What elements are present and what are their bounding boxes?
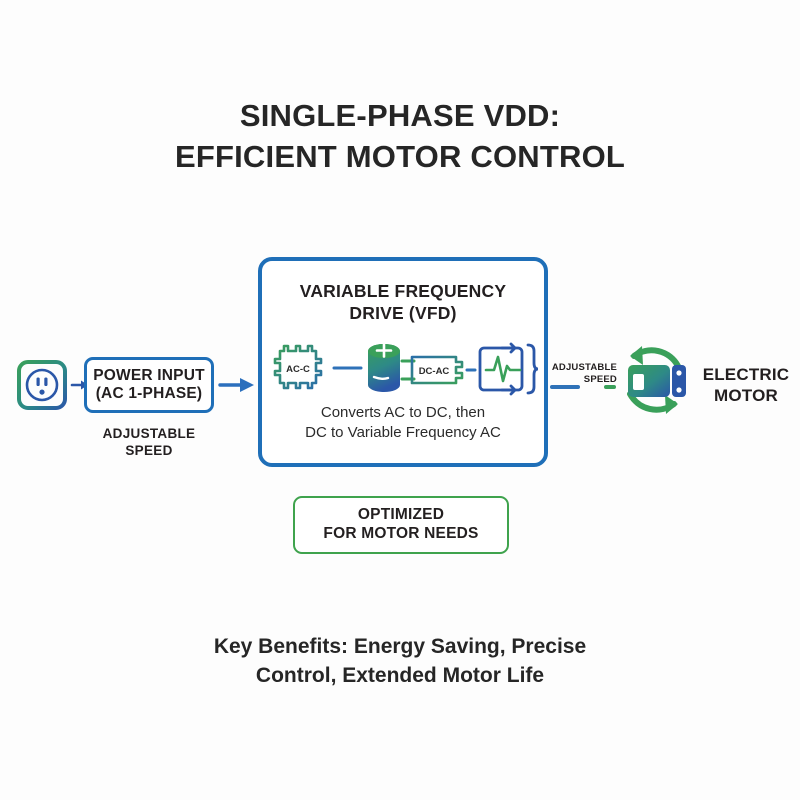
inverter-chip-label: DC-AC bbox=[419, 366, 450, 377]
electric-motor-icon bbox=[608, 334, 700, 426]
waveform-output-icon bbox=[478, 342, 539, 396]
key-benefits-line-1: Key Benefits: Energy Saving, Precise bbox=[213, 635, 587, 658]
vfd-title-line-2: DRIVE (VFD) bbox=[349, 303, 457, 324]
key-benefits-line-2: Control, Extended Motor Life bbox=[255, 664, 545, 688]
page-title-line-2: EFFICIENT MOTOR CONTROL bbox=[174, 138, 626, 174]
power-input-label-line-1: POWER INPUT bbox=[93, 366, 205, 384]
optimized-label-line-2: FOR MOTOR NEEDS bbox=[323, 525, 479, 542]
vfd-title: VARIABLE FREQUENCY DRIVE (VFD) bbox=[262, 280, 544, 325]
output-connector-line bbox=[550, 385, 580, 389]
electric-motor-label-line-2: MOTOR bbox=[714, 386, 778, 406]
vfd-conversion-chain: AC-C DC-AC bbox=[262, 337, 544, 399]
arrow-power-to-vfd-icon bbox=[218, 373, 258, 397]
power-outlet-icon bbox=[16, 359, 68, 411]
output-caption: ADJUSTABLE SPEED bbox=[549, 362, 617, 386]
key-benefits-text: Key Benefits: Energy Saving, Precise Con… bbox=[140, 632, 660, 691]
power-input-label-line-2: (AC 1-PHASE) bbox=[95, 385, 203, 402]
output-caption-line-1: ADJUSTABLE bbox=[551, 362, 617, 373]
vfd-title-line-1: VARIABLE FREQUENCY bbox=[299, 281, 507, 301]
optimized-box: OPTIMIZED FOR MOTOR NEEDS bbox=[293, 496, 509, 554]
rectifier-chip-icon bbox=[273, 344, 323, 390]
electric-motor-label: ELECTRIC MOTOR bbox=[694, 364, 798, 407]
power-input-caption-line-2: SPEED bbox=[125, 443, 173, 459]
inverter-chip-icon bbox=[410, 355, 464, 385]
page-title-line-1: SINGLE-PHASE VDD: bbox=[239, 98, 561, 133]
page-title: SINGLE-PHASE VDD: EFFICIENT MOTOR CONTRO… bbox=[0, 96, 800, 178]
optimized-label-line-1: OPTIMIZED bbox=[357, 506, 445, 524]
power-input-caption: ADJUSTABLE SPEED bbox=[84, 425, 214, 460]
vfd-description-line-2: DC to Variable Frequency AC bbox=[305, 423, 501, 441]
output-caption-line-2: SPEED bbox=[583, 373, 617, 385]
vfd-description: Converts AC to DC, then DC to Variable F… bbox=[262, 403, 544, 442]
electric-motor-label-line-1: ELECTRIC bbox=[702, 365, 790, 384]
capacitor-icon bbox=[368, 343, 400, 392]
output-connector-dash bbox=[604, 385, 616, 389]
power-input-box: POWER INPUT (AC 1-PHASE) bbox=[84, 357, 214, 413]
power-input-caption-line-1: ADJUSTABLE bbox=[102, 426, 196, 441]
vfd-box: VARIABLE FREQUENCY DRIVE (VFD) bbox=[258, 257, 548, 467]
vfd-description-line-1: Converts AC to DC, then bbox=[320, 404, 486, 421]
rectifier-chip-label: AC-C bbox=[286, 364, 310, 375]
